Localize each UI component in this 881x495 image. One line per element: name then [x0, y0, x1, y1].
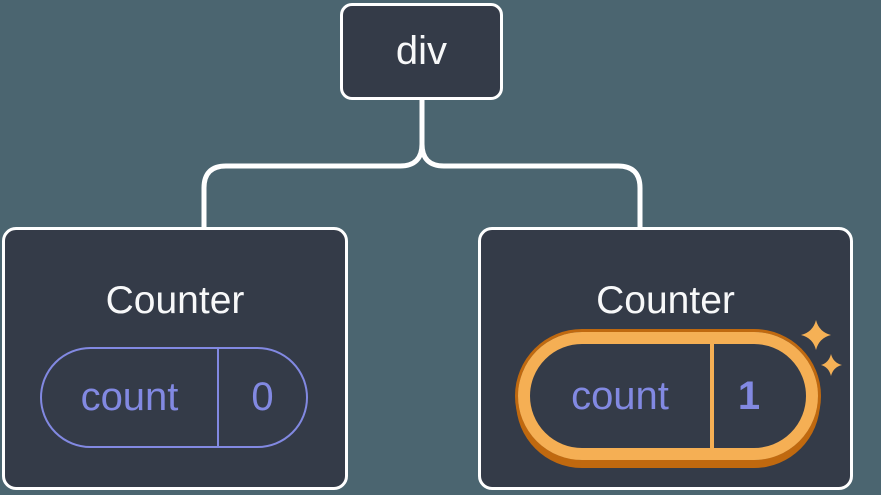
state-pill-divider	[710, 344, 714, 448]
component-title: Counter	[596, 279, 735, 322]
counter-node-right: Counter count 1	[478, 227, 853, 490]
sparkle-small	[821, 354, 842, 376]
root-node-div: div	[340, 3, 503, 100]
state-value: 1	[737, 374, 761, 418]
state-pill: count 0	[40, 347, 308, 448]
component-title: Counter	[105, 279, 245, 322]
counter-node-left: Counter count 0	[2, 227, 348, 490]
state-pill-highlighted: count 1	[518, 332, 818, 460]
state-pill-divider	[217, 349, 219, 446]
state-name: count	[80, 375, 179, 419]
state-value: 0	[251, 375, 274, 419]
sparkle-large	[801, 320, 831, 350]
state-name: count	[571, 374, 669, 418]
connector-left-branch	[201, 100, 425, 230]
root-node-label: div	[395, 29, 448, 73]
connector-right-branch	[419, 100, 643, 230]
